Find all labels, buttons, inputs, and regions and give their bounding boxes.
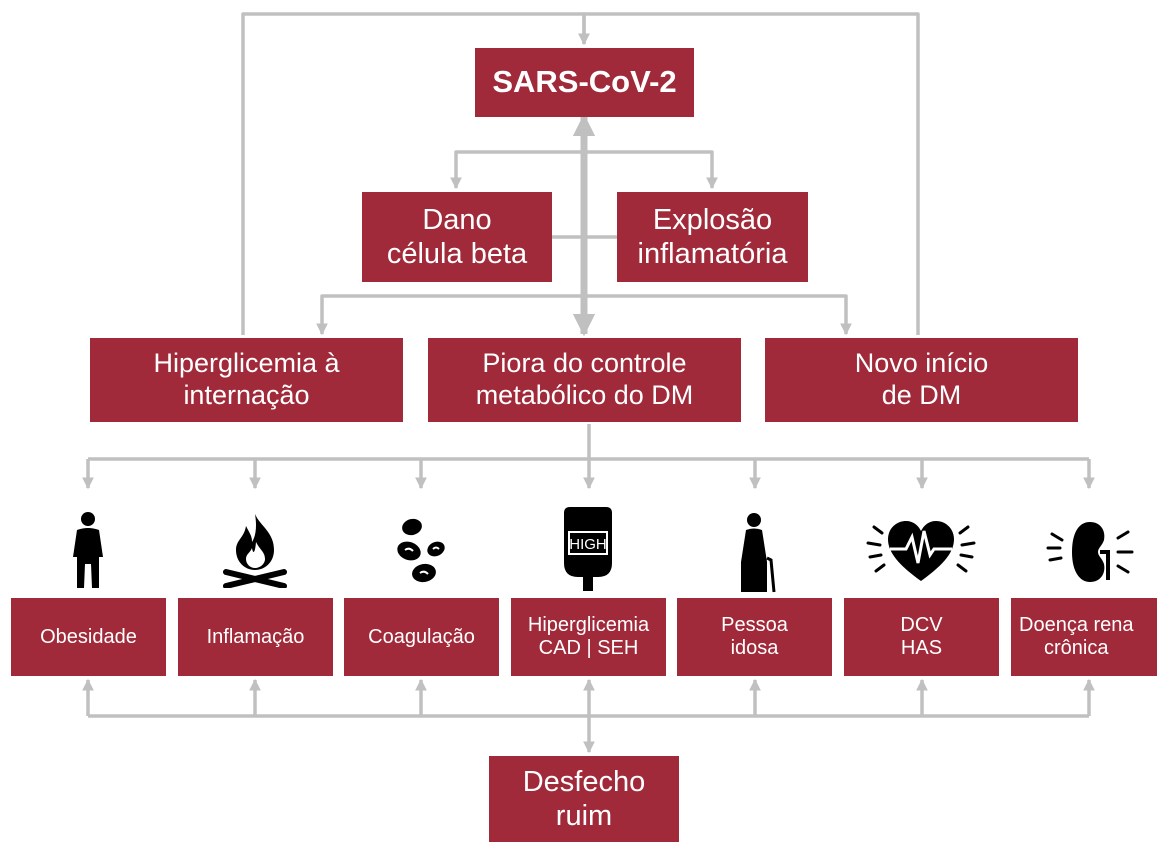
obese-person-icon: [73, 512, 103, 588]
cause-dcv-line-2: HAS: [900, 637, 943, 659]
cause-coagulacao: Coagulação: [344, 598, 499, 676]
node-hiper-line-1: Hiperglicemia à: [153, 348, 340, 379]
node-explosao-line-1: Explosão: [652, 203, 773, 236]
arrow-outer-right: [578, 12, 920, 335]
node-explosao-line-2: inflamatória: [637, 238, 788, 270]
node-dano-celula-beta: Dano célula beta: [362, 192, 552, 282]
cause-obesidade: Obesidade: [11, 598, 166, 676]
node-piora-controle: Piora do controle metabólico do DM: [428, 338, 741, 422]
arrow-to-dano: [450, 150, 584, 190]
cause-inflamacao: Inflamação: [178, 598, 333, 676]
cause-dcv-has: DCV HAS: [844, 598, 999, 676]
cause-inflamacao-label: Inflamação: [206, 625, 305, 648]
cause-coagulacao-label: Coagulação: [368, 625, 475, 648]
node-sars-label: SARS-CoV-2: [492, 64, 677, 100]
node-dano-line-2: célula beta: [386, 238, 528, 270]
cause-renal-line-2: crônica: [1044, 637, 1109, 659]
node-piora-line-2: metabólico do DM: [475, 380, 694, 410]
cause-hiperglicemia: Hiperglicemia CAD | SEH: [511, 598, 666, 676]
cause-dcv-line-1: DCV: [900, 614, 943, 636]
node-hiperglicemia-internacao: Hiperglicemia à internação: [90, 338, 403, 422]
cause-hiperglicemia-line-1: Hiperglicemia: [527, 614, 650, 636]
cause-pessoa-idosa: Pessoa idosa: [677, 598, 832, 676]
heart-ecg-icon: [866, 521, 976, 581]
cause-doenca-renal: Doença rena crônica: [1011, 598, 1157, 676]
arrow-to-explosao: [584, 150, 718, 190]
campfire-icon: [223, 514, 287, 588]
node-sars-cov-2: SARS-CoV-2: [475, 48, 694, 117]
arrow-to-novo-inicio: [584, 294, 852, 336]
cause-idosa-line-1: Pessoa: [721, 614, 788, 636]
glucose-meter-label: HIGH: [569, 536, 607, 553]
cause-idosa-line-2: idosa: [730, 637, 779, 659]
node-hiper-line-2: internação: [183, 380, 310, 410]
blood-clot-icon: [397, 518, 445, 583]
glucose-meter-icon: HIGH: [564, 507, 612, 591]
node-desfecho-line-1: Desfecho: [522, 765, 646, 798]
node-desfecho-line-2: ruim: [555, 800, 613, 832]
arrow-to-hiper-internacao: [316, 294, 584, 336]
node-novo-line-1: Novo início: [854, 348, 989, 379]
node-explosao-inflamatoria: Explosão inflamatória: [617, 192, 808, 282]
elderly-person-icon: [741, 513, 776, 593]
cause-renal-line-1: Doença rena: [1019, 614, 1134, 636]
node-novo-inicio-dm: Novo início de DM: [765, 338, 1078, 422]
node-piora-line-1: Piora do controle: [482, 348, 687, 379]
node-dano-line-1: Dano: [422, 203, 492, 236]
node-novo-line-2: de DM: [881, 380, 962, 410]
node-desfecho-ruim: Desfecho ruim: [489, 756, 679, 842]
cause-hiperglicemia-line-2: CAD | SEH: [538, 637, 639, 659]
kidney-icon: [1046, 522, 1134, 582]
cause-obesidade-label: Obesidade: [40, 625, 137, 648]
